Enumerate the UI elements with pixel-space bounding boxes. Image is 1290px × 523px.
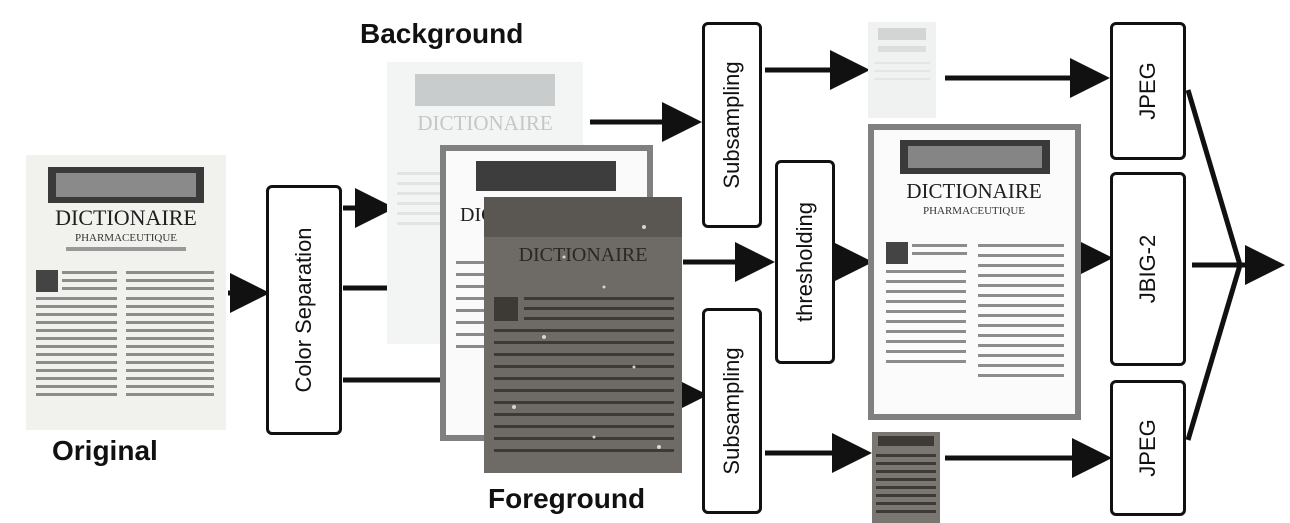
- subsampling-top-box: Subsampling: [702, 22, 762, 228]
- jbig2-box: JBIG-2: [1110, 172, 1186, 366]
- thresholded-page-art: DICTIONAIRE PHARMACEUTIQUE: [874, 130, 1075, 414]
- color-separation-label: Color Separation: [291, 227, 317, 392]
- merge-line-bottom: [1188, 265, 1240, 440]
- jbig2-label: JBIG-2: [1135, 235, 1161, 303]
- original-doc-subtitle: PHARMACEUTIQUE: [75, 232, 177, 244]
- background-label: Background: [360, 18, 523, 50]
- original-document-image: DICTIONAIRE PHARMACEUTIQUE: [26, 155, 226, 430]
- original-page-art: DICTIONAIRE PHARMACEUTIQUE: [26, 155, 226, 430]
- thresholded-doc-subtitle: PHARMACEUTIQUE: [923, 205, 1025, 217]
- subsampling-bottom-box: Subsampling: [702, 308, 762, 514]
- jpeg-bottom-box: JPEG: [1110, 380, 1186, 516]
- background-doc-title: DICTIONAIRE: [417, 111, 552, 135]
- foreground-page-art: DICTIONAIRE: [484, 197, 682, 473]
- thresholding-box: thresholding: [775, 160, 835, 364]
- subsampling-top-label: Subsampling: [719, 61, 745, 188]
- merge-line-top: [1188, 90, 1240, 265]
- thresholded-doc-title: DICTIONAIRE: [906, 179, 1041, 203]
- color-separation-box: Color Separation: [266, 185, 342, 435]
- foreground-layer-image: DICTIONAIRE: [484, 197, 682, 473]
- jpeg-top-label: JPEG: [1135, 62, 1161, 119]
- subsampling-bottom-label: Subsampling: [719, 347, 745, 474]
- foreground-label: Foreground: [488, 483, 645, 515]
- subsampled-foreground-image: [872, 432, 940, 523]
- jpeg-bottom-label: JPEG: [1135, 419, 1161, 476]
- subsampled-background-image: [868, 22, 936, 118]
- original-doc-title: DICTIONAIRE: [55, 205, 197, 230]
- thresholding-label: thresholding: [792, 202, 818, 322]
- jpeg-top-box: JPEG: [1110, 22, 1186, 160]
- original-label: Original: [52, 435, 158, 467]
- foreground-doc-title: DICTIONAIRE: [519, 244, 648, 266]
- thresholded-mask-image: DICTIONAIRE PHARMACEUTIQUE: [868, 124, 1081, 420]
